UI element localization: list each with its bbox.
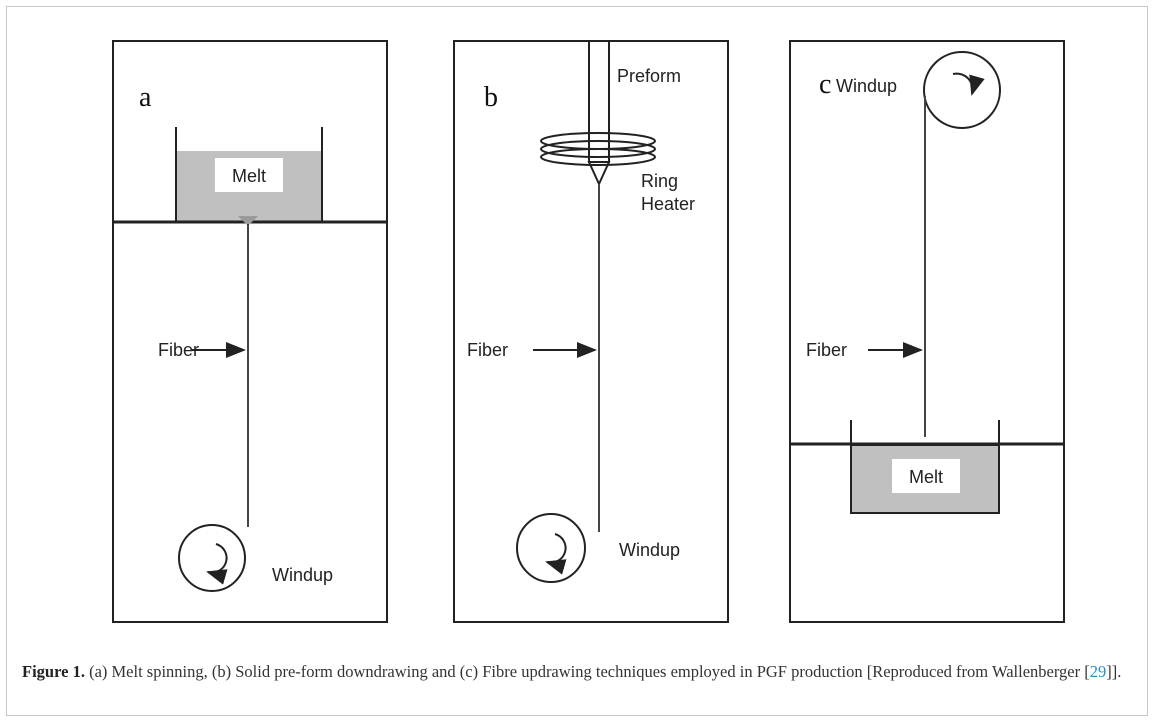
melt-label-box <box>215 158 283 192</box>
windup-label: Windup <box>619 540 680 560</box>
fiber-label: Fiber <box>467 340 508 360</box>
panel-b-letter: b <box>484 82 498 113</box>
panel-c: c Windup Fiber Melt <box>789 40 1065 623</box>
caption-figure-label: Figure 1. <box>22 662 85 681</box>
rotation-arrow-icon <box>545 533 567 575</box>
windup-drum <box>178 524 246 592</box>
melt-label: Melt <box>232 166 266 186</box>
melt-label: Melt <box>909 467 943 487</box>
ring-label: Ring <box>641 171 678 191</box>
melt-label-box <box>892 459 960 493</box>
caption-text-end: ]]. <box>1106 662 1122 681</box>
fiber-label: Fiber <box>806 340 847 360</box>
preform-rod <box>588 40 610 163</box>
ring-heater-coil-3 <box>540 148 656 166</box>
rotation-arrow-icon <box>952 72 985 96</box>
preform-tip <box>587 161 611 187</box>
windup-label: Windup <box>272 565 333 585</box>
figure-diagram: a Melt Fiber Windup b Preform Ring Heate… <box>112 40 1065 623</box>
panel-b: b Preform Ring Heater Fiber Windup <box>453 40 729 623</box>
windup-drum <box>516 513 586 583</box>
rotation-arrow-icon <box>206 543 228 585</box>
windup-label: Windup <box>836 76 897 96</box>
panel-c-frame <box>789 40 1065 623</box>
ring-heater-coil-2 <box>540 140 656 158</box>
fiber-label: Fiber <box>158 340 199 360</box>
figure-frame <box>6 6 1148 716</box>
panel-c-letter: c <box>819 69 831 100</box>
panel-a: a Melt Fiber Windup <box>112 40 388 623</box>
caption-text: (a) Melt spinning, (b) Solid pre-form do… <box>89 662 1090 681</box>
panel-a-frame <box>112 40 388 623</box>
windup-drum <box>923 51 1001 129</box>
figure-caption: Figure 1. (a) Melt spinning, (b) Solid p… <box>22 660 1132 684</box>
melt-nozzle <box>238 216 258 226</box>
caption-reference-link[interactable]: 29 <box>1089 662 1107 681</box>
heater-label: Heater <box>641 194 695 214</box>
panel-a-letter: a <box>139 82 152 113</box>
preform-label: Preform <box>617 66 681 86</box>
